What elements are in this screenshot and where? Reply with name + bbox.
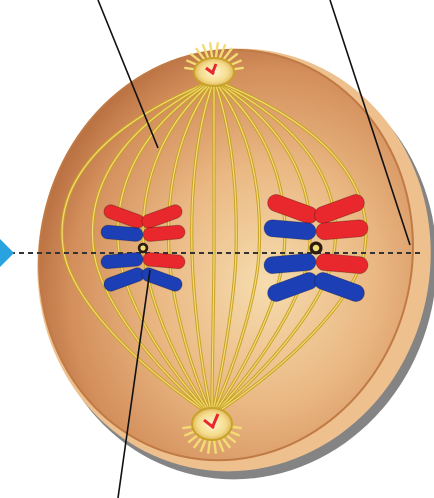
pointer-arrow-icon — [0, 239, 14, 267]
centromere-highlight — [140, 245, 145, 250]
centromere-highlight — [313, 245, 320, 252]
